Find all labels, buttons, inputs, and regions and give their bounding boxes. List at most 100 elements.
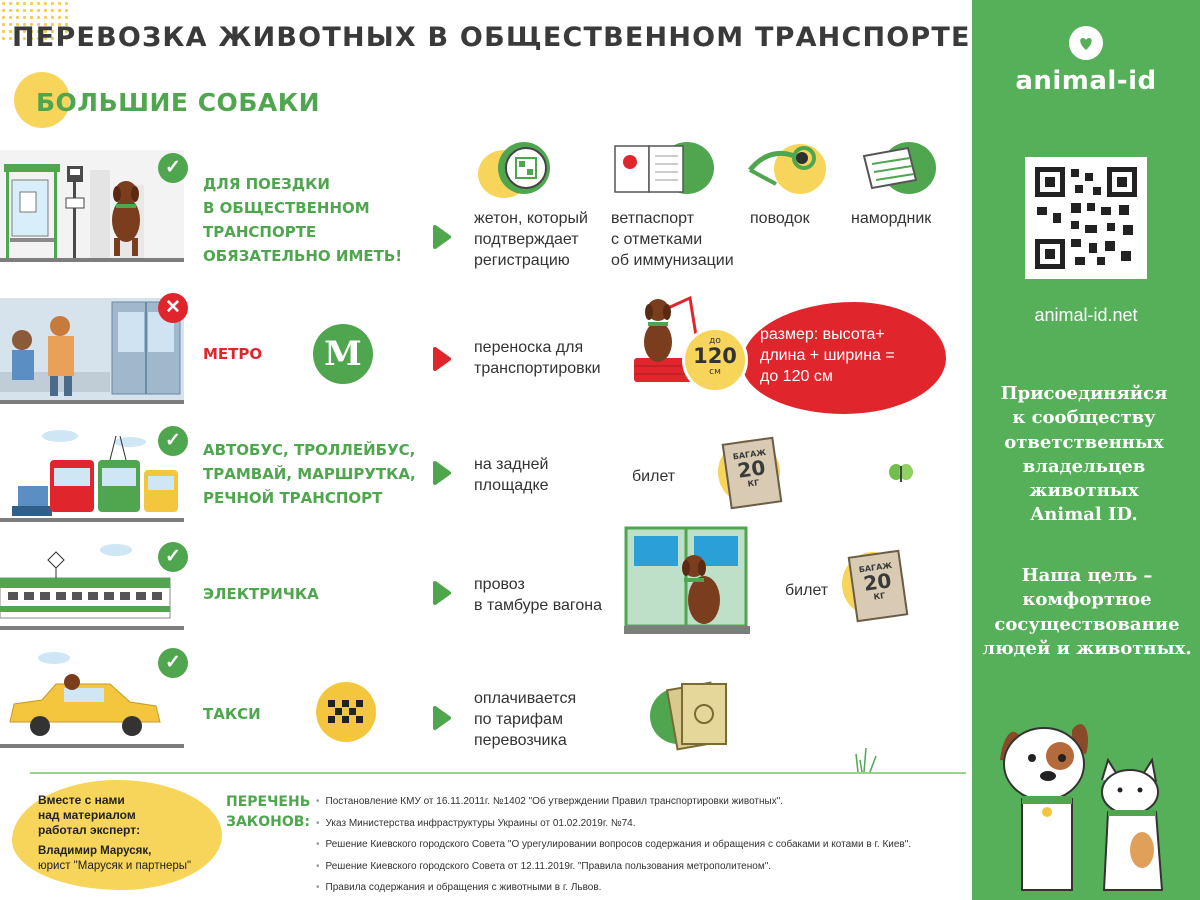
text-line: над материалом bbox=[38, 808, 136, 822]
law-item: Решение Киевского городского Совета от 1… bbox=[316, 856, 970, 878]
text-line: Вместе с нами bbox=[38, 793, 125, 807]
text-line: провоз bbox=[474, 576, 525, 593]
ticket-label: билет bbox=[785, 582, 829, 599]
text-line: в тамбуре вагона bbox=[474, 597, 603, 614]
check-icon: ✓ bbox=[158, 426, 188, 456]
row-train-label: ЭЛЕКТРИЧКА bbox=[203, 585, 319, 603]
text-line: владельцев bbox=[1022, 455, 1146, 477]
text-line: регистрацию bbox=[474, 252, 570, 269]
text-line: ответственных bbox=[1004, 431, 1164, 453]
text-line: об иммунизации bbox=[611, 252, 734, 269]
size-limit-badge: до 120 см bbox=[682, 327, 748, 393]
text-line: Присоединяйся bbox=[1000, 383, 1168, 404]
text-line: намордник bbox=[851, 210, 932, 227]
requirement-muzzle: намордник bbox=[851, 208, 931, 229]
row-taxi-label: ТАКСИ bbox=[203, 705, 261, 723]
label-line: ТРАМВАЙ, МАРШРУТКА, bbox=[203, 465, 416, 483]
arrow-right-icon bbox=[433, 581, 451, 605]
badge-unit: см bbox=[709, 367, 721, 377]
join-text: Присоединяйся к сообществу ответственных… bbox=[982, 382, 1186, 528]
label-line: АВТОБУС, ТРОЛЛЕЙБУС, bbox=[203, 441, 416, 459]
arrow-right-icon bbox=[433, 706, 451, 730]
website-link[interactable]: animal-id.net bbox=[1034, 305, 1138, 325]
text-line: сосуществование bbox=[994, 613, 1180, 635]
law-item: Указ Министерства инфраструктуры Украины… bbox=[316, 813, 970, 835]
check-icon: ✓ bbox=[158, 153, 188, 183]
law-item: Правила содержания и обращения с животны… bbox=[316, 877, 970, 899]
page-title: ПЕРЕВОЗКА ЖИВОТНЫХ В ОБЩЕСТВЕННОМ ТРАНСП… bbox=[12, 22, 971, 53]
bus-rule-text: на задней площадке bbox=[474, 454, 549, 496]
leash-icon bbox=[748, 146, 816, 186]
taxi-illustration bbox=[0, 648, 184, 748]
text-line: животных bbox=[1029, 480, 1139, 502]
page-subtitle: БОЛЬШИЕ СОБАКИ bbox=[36, 88, 321, 117]
arrow-right-icon bbox=[433, 347, 451, 371]
text-line: жетон, который bbox=[474, 210, 588, 227]
text-line: на задней bbox=[474, 456, 549, 473]
arrow-right-icon bbox=[433, 461, 451, 485]
text-line: площадке bbox=[474, 477, 549, 494]
train-illustration bbox=[0, 540, 184, 630]
metro-logo-icon: M bbox=[313, 324, 373, 384]
text-line: поводок bbox=[750, 210, 810, 227]
qr-code-icon bbox=[1025, 157, 1147, 279]
badge-top: до bbox=[709, 336, 721, 346]
train-door-dog-icon bbox=[624, 526, 750, 634]
baggage-tag-icon: БАГАЖ 20 КГ bbox=[721, 436, 783, 510]
qr-token-icon bbox=[505, 147, 547, 189]
bus-stop-illustration bbox=[0, 150, 184, 262]
metro-carrier-text: переноска для транспортировки bbox=[474, 337, 601, 379]
text-line: с отметками bbox=[611, 231, 703, 248]
text-line: до 120 см bbox=[760, 368, 833, 385]
law-item: Постановление КМУ от 16.11.2011г. №1402 … bbox=[316, 791, 970, 813]
subtitle-blob bbox=[14, 72, 70, 128]
check-icon: ✓ bbox=[158, 648, 188, 678]
label-line: ДЛЯ ПОЕЗДКИ bbox=[203, 175, 330, 193]
text-line: перевозчика bbox=[474, 732, 567, 749]
text-line: транспортировки bbox=[474, 360, 601, 377]
arrow-right-icon bbox=[433, 225, 451, 249]
expert-role-line: юрист "Марусяк и партнеры" bbox=[38, 860, 192, 872]
badge-value: 120 bbox=[693, 344, 737, 368]
train-rule-text: провоз в тамбуре вагона bbox=[474, 574, 602, 616]
buses-illustration bbox=[0, 426, 184, 522]
laws-list: Постановление КМУ от 16.11.2011г. №1402 … bbox=[316, 791, 970, 899]
divider-line bbox=[30, 772, 966, 774]
text-line: переноска для bbox=[474, 339, 584, 356]
text-line: комфортное bbox=[1022, 589, 1152, 611]
goal-text: Наша цель – комфортное сосуществование л… bbox=[982, 564, 1192, 661]
check-icon: ✓ bbox=[158, 542, 188, 572]
size-note-bubble bbox=[742, 302, 946, 414]
label-line: ТРАНСПОРТЕ bbox=[203, 223, 317, 241]
row-general-label: ДЛЯ ПОЕЗДКИ В ОБЩЕСТВЕННОМ ТРАНСПОРТЕ ОБ… bbox=[203, 172, 402, 268]
law-item: Решение Киевского городского Совета "О у… bbox=[316, 834, 970, 856]
laws-title: ПЕРЕЧЕНЬ ЗАКОНОВ: bbox=[226, 792, 322, 832]
row-bus-label: АВТОБУС, ТРОЛЛЕЙБУС, ТРАМВАЙ, МАРШРУТКА,… bbox=[203, 438, 416, 510]
brand-logo-icon bbox=[1069, 26, 1103, 60]
row-metro-label: МЕТРО bbox=[203, 345, 263, 363]
text-line: Наша цель – bbox=[1021, 565, 1153, 586]
taxi-sign-icon bbox=[316, 682, 376, 742]
metro-car-illustration bbox=[0, 298, 184, 404]
money-icon bbox=[665, 681, 727, 751]
ticket-label: билет bbox=[632, 468, 676, 485]
text-line: ЗАКОНОВ: bbox=[226, 814, 311, 830]
expert-heading: Вместе с нами над материалом работал экс… bbox=[38, 793, 188, 838]
text-line: к сообществу bbox=[1012, 407, 1156, 429]
muzzle-icon bbox=[862, 146, 918, 190]
butterfly-icon bbox=[889, 464, 913, 482]
text-line: подтверждает bbox=[474, 231, 579, 248]
label-line: РЕЧНОЙ ТРАНСПОРТ bbox=[203, 489, 383, 507]
label-line: В ОБЩЕСТВЕННОМ bbox=[203, 199, 370, 217]
cross-icon: ✕ bbox=[158, 293, 188, 323]
requirement-leash: поводок bbox=[750, 208, 810, 229]
decor-dots bbox=[0, 0, 70, 40]
size-note-text: размер: высота+ длина + ширина = до 120 … bbox=[760, 324, 940, 387]
dog-in-carrier-icon bbox=[634, 295, 700, 382]
text-line: людей и животных. bbox=[982, 637, 1192, 659]
text-line: оплачивается bbox=[474, 690, 577, 707]
vet-passport-icon bbox=[614, 145, 684, 193]
text-line: Animal ID. bbox=[1030, 504, 1138, 526]
expert-name-line: Владимир Марусяк, bbox=[38, 845, 152, 857]
text-line: ветпаспорт bbox=[611, 210, 695, 227]
